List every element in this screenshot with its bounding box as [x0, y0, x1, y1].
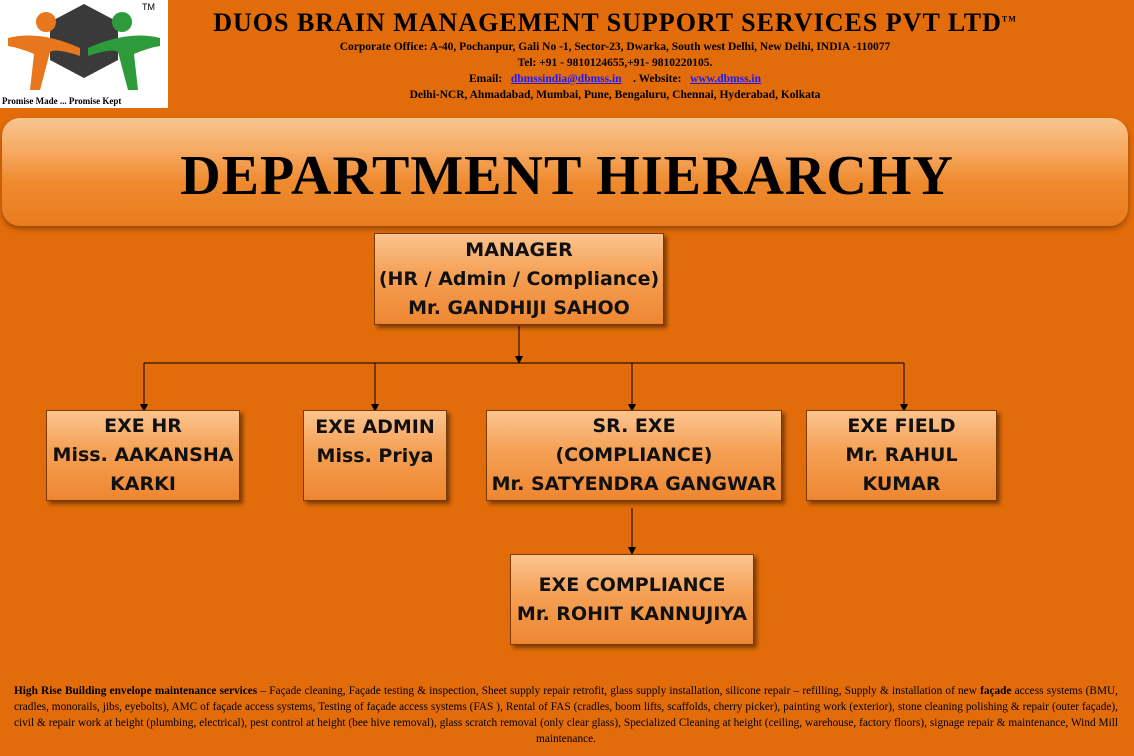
office-cities: Delhi-NCR, Ahmadabad, Mumbai, Pune, Beng…: [409, 89, 821, 101]
company-trademark: TM: [1001, 14, 1017, 24]
email-label: Email:: [468, 73, 503, 85]
logo-trademark: TM: [142, 2, 155, 12]
logo-right-figure-body: [88, 35, 160, 90]
node-exe-admin: EXE ADMIN Miss. Priya: [303, 410, 447, 501]
node-exe-field-line-3: KUMAR: [862, 473, 941, 495]
node-sr-exe-compliance: SR. EXE (COMPLIANCE) Mr. SATYENDRA GANGW…: [486, 410, 782, 501]
logo-left-figure-head: [36, 12, 56, 32]
email-link[interactable]: dbmssindia@dbmss.in: [510, 73, 622, 85]
node-exe-compliance: EXE COMPLIANCE Mr. ROHIT KANNUJIYA: [510, 554, 754, 645]
footer-body-2: access systems (BMU, cradles, monorails,…: [14, 685, 1118, 745]
footer-facade: façade: [980, 685, 1012, 697]
company-name-text: DUOS BRAIN MANAGEMENT SUPPORT SERVICES P…: [213, 8, 1002, 37]
node-exe-hr-line-1: EXE HR: [104, 415, 182, 437]
logo-tagline: Promise Made ... Promise Kept: [2, 96, 122, 106]
telephone-numbers: Tel: +91 - 9810124655,+91- 9810220105.: [517, 57, 713, 69]
node-exe-hr-line-2: Miss. AAKANSHA: [52, 444, 234, 466]
footer-lead: High Rise Building envelope maintenance …: [14, 685, 258, 697]
node-manager-line-2: (HR / Admin / Compliance): [378, 267, 660, 290]
company-logo: TM Promise Made ... Promise Kept: [0, 0, 168, 108]
footer-body-1: – Façade cleaning, Façade testing & insp…: [257, 685, 981, 697]
company-name: DUOS BRAIN MANAGEMENT SUPPORT SERVICES P…: [180, 8, 1050, 38]
node-manager-line-1: MANAGER: [465, 238, 573, 261]
node-sr-exe-line-3: Mr. SATYENDRA GANGWAR: [491, 473, 777, 495]
services-footer: High Rise Building envelope maintenance …: [14, 683, 1118, 747]
page-title: DEPARTMENT HIERARCHY: [180, 145, 954, 207]
node-exe-admin-line-1: EXE ADMIN: [315, 416, 435, 438]
node-sr-exe-line-2: (COMPLIANCE): [555, 444, 713, 466]
contact-line: Email: dbmssindia@dbmss.in . Website: ww…: [230, 73, 1000, 85]
node-manager-line-3: Mr. GANDHIJI SAHOO: [408, 296, 630, 319]
logo-graphic: [8, 4, 160, 90]
node-exe-hr: EXE HR Miss. AAKANSHA KARKI: [46, 410, 240, 501]
node-exe-compliance-line-2: Mr. ROHIT KANNUJIYA: [516, 602, 748, 625]
logo-hexagon: [50, 4, 118, 78]
node-sr-exe-line-1: SR. EXE: [592, 415, 676, 437]
node-exe-hr-line-3: KARKI: [110, 473, 176, 495]
logo-left-figure-body: [8, 35, 80, 90]
website-link[interactable]: www.dbmss.in: [690, 73, 762, 85]
node-exe-field-line-2: Mr. RAHUL: [845, 444, 958, 466]
website-label: . Website:: [633, 73, 682, 85]
node-exe-field: EXE FIELD Mr. RAHUL KUMAR: [806, 410, 997, 501]
corporate-office-address: Corporate Office: A-40, Pochanpur, Gali …: [339, 41, 891, 53]
node-exe-admin-line-2: Miss. Priya: [316, 445, 434, 467]
logo-right-figure-head: [112, 12, 132, 32]
node-manager: MANAGER (HR / Admin / Compliance) Mr. GA…: [374, 233, 664, 325]
node-exe-compliance-line-1: EXE COMPLIANCE: [538, 573, 726, 596]
title-banner: [2, 118, 1128, 226]
node-exe-field-line-1: EXE FIELD: [847, 415, 956, 437]
